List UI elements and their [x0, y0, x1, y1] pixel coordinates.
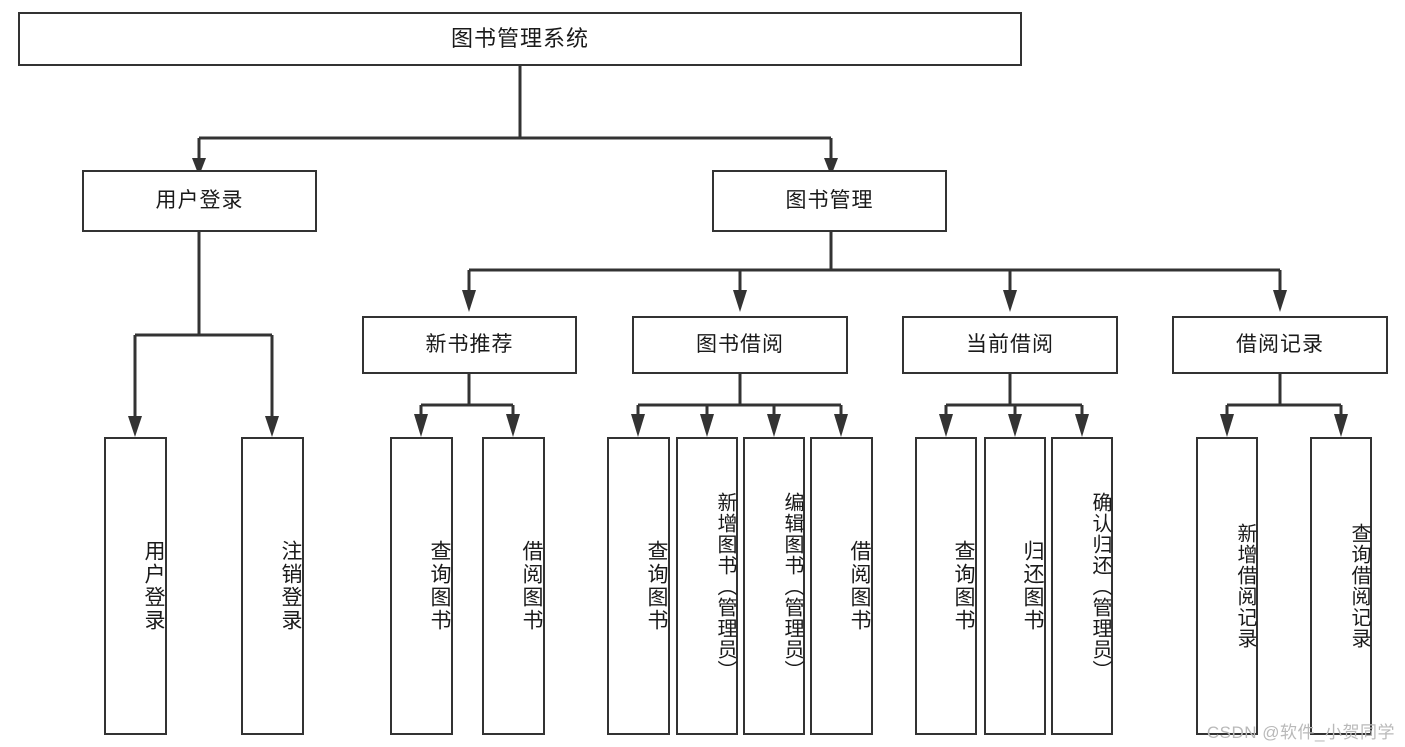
node-current-borrow[interactable]: 当前借阅: [902, 316, 1118, 374]
node-new-book-recommend[interactable]: 新书推荐: [362, 316, 577, 374]
csdn-watermark: CSDN @软件_小贺同学: [1206, 723, 1395, 742]
leaf-borrow-book-recommend[interactable]: 借阅图书: [482, 437, 545, 735]
node-user-login[interactable]: 用户登录: [82, 170, 317, 232]
leaf-query-book-recommend[interactable]: 查询图书: [390, 437, 453, 735]
leaf-query-borrow-record[interactable]: 查询借阅记录: [1310, 437, 1372, 735]
leaf-return-book[interactable]: 归还图书: [984, 437, 1046, 735]
leaf-add-book-admin[interactable]: 新增图书（管理员）: [676, 437, 738, 735]
leaf-user-login[interactable]: 用户登录: [104, 437, 167, 735]
leaf-borrow-book-borrow[interactable]: 借阅图书: [810, 437, 873, 735]
leaf-confirm-return-admin[interactable]: 确认归还（管理员）: [1051, 437, 1113, 735]
node-book-borrow[interactable]: 图书借阅: [632, 316, 848, 374]
node-borrow-record[interactable]: 借阅记录: [1172, 316, 1388, 374]
leaf-edit-book-admin[interactable]: 编辑图书（管理员）: [743, 437, 805, 735]
node-root-system[interactable]: 图书管理系统: [18, 12, 1022, 66]
node-book-manage[interactable]: 图书管理: [712, 170, 947, 232]
leaf-add-borrow-record[interactable]: 新增借阅记录: [1196, 437, 1258, 735]
leaf-query-book-borrow[interactable]: 查询图书: [607, 437, 670, 735]
leaf-logout-login[interactable]: 注销登录: [241, 437, 304, 735]
leaf-query-book-current[interactable]: 查询图书: [915, 437, 977, 735]
